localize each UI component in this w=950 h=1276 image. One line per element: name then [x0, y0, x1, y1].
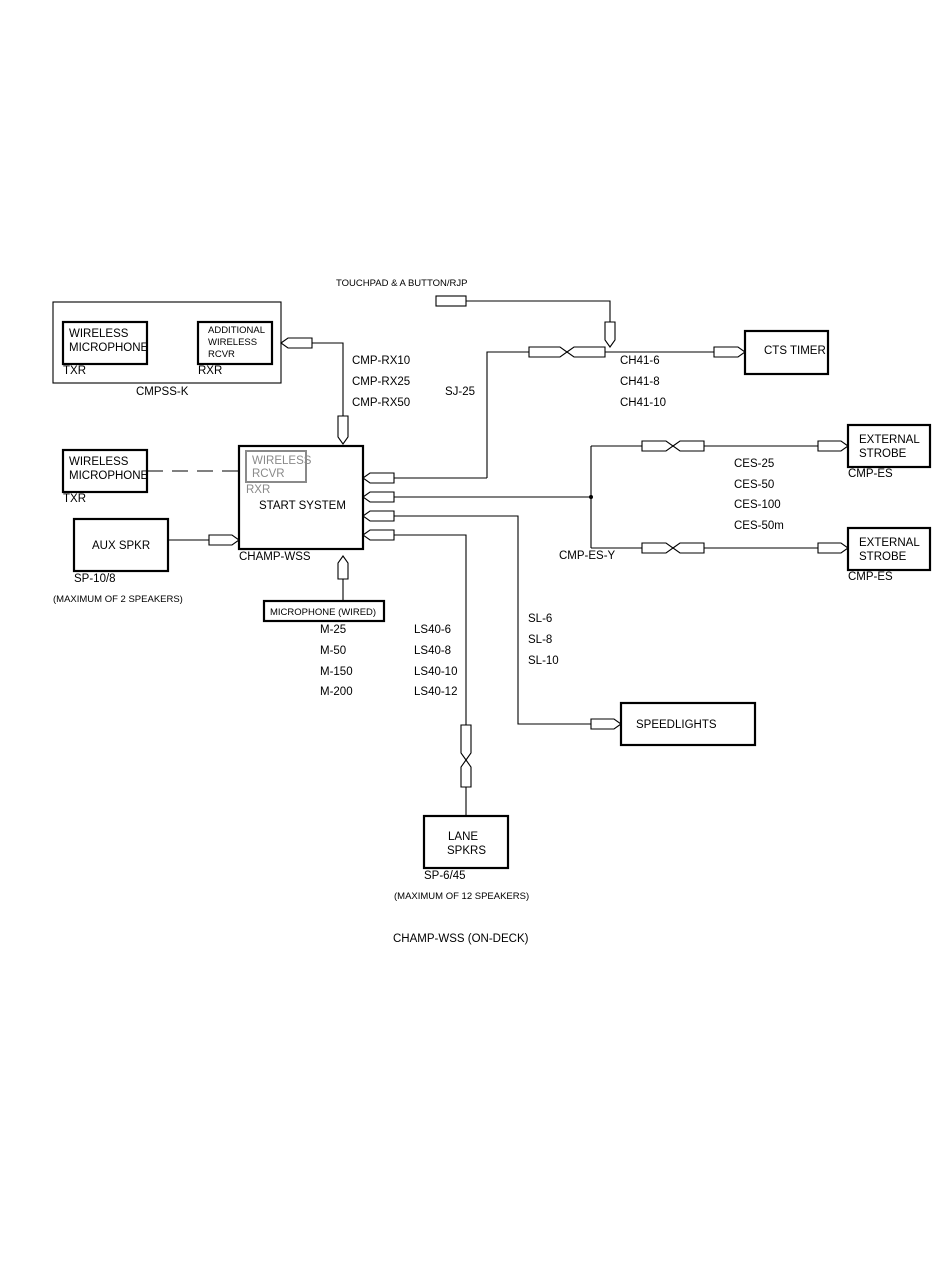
strobe-bottom-model: CMP-ES: [848, 571, 893, 583]
lane-cable-4: LS40-12: [414, 686, 457, 698]
diagram-caption: CHAMP-WSS (ON-DECK): [393, 933, 529, 945]
mic-plug: [337, 555, 349, 580]
output-plug-3: [362, 510, 395, 522]
speedlights-label: SPEEDLIGHTS: [636, 719, 717, 731]
speedlights-box: [619, 701, 757, 747]
timer-cable-1: CH41-6: [620, 355, 660, 367]
mic-cable-1: M-25: [320, 624, 346, 636]
aux-speaker-plug: [208, 534, 240, 546]
strobe-top-box: [846, 423, 932, 469]
aux-speaker-label: AUX SPKR: [92, 540, 150, 552]
output-plug-1: [362, 472, 395, 484]
lane-speakers-line2: SPKRS: [447, 845, 486, 857]
strobe-cable-2: CES-50: [734, 479, 774, 491]
strobe-bottom-coupler-left: [641, 542, 674, 554]
rx-cable-2: CMP-RX25: [352, 376, 410, 388]
rx-cable-wire: [312, 342, 344, 416]
strobe-cable-1: CES-25: [734, 458, 774, 470]
strobe-bottom-box: [846, 526, 932, 572]
kit-additional-rcvr-box: [196, 320, 274, 366]
start-rcvr-line2: RCVR: [252, 468, 285, 480]
strobe-top-line1: EXTERNAL: [859, 434, 920, 446]
strobe-top-coupler-right: [672, 440, 705, 452]
rx-cable-1: CMP-RX10: [352, 355, 410, 367]
lane-coupler-top: [460, 724, 472, 761]
cts-timer-box: [743, 329, 830, 376]
cts-timer-label: CTS TIMER: [764, 345, 826, 357]
speedlight-cable-3: SL-10: [528, 655, 559, 667]
touchpad-plug: [604, 321, 616, 348]
lane-speaker-wire: [394, 534, 467, 725]
strobe-top-coupler-left: [641, 440, 674, 452]
start-rcvr-line1: WIRELESS: [252, 455, 312, 467]
mic-cable-4: M-200: [320, 686, 353, 698]
lane-speakers-model: SP-6/45: [424, 870, 466, 882]
lane-cable-1: LS40-6: [414, 624, 451, 636]
timer-coupler-left: [528, 346, 568, 358]
speedlight-cable-1: SL-6: [528, 613, 552, 625]
wireless-mic-line2: MICROPHONE: [69, 470, 149, 482]
strobe-bottom-line1: EXTERNAL: [859, 537, 920, 549]
start-system-title: START SYSTEM: [259, 500, 346, 512]
wireless-mic-txr: TXR: [63, 493, 86, 505]
strobe-bottom-coupler-right: [672, 542, 705, 554]
timer-coupler-right: [566, 346, 606, 358]
start-rxr-label: RXR: [246, 484, 270, 496]
aux-speaker-model: SP-10/8: [74, 573, 116, 585]
output-plug-2: [362, 491, 395, 503]
sj-cable-wire: [486, 351, 529, 478]
lane-speakers-line1: LANE: [448, 831, 478, 843]
strobe-top-line2: STROBE: [859, 448, 907, 460]
touchpad-connector: [435, 295, 467, 307]
rx-cable-3: CMP-RX50: [352, 397, 410, 409]
lane-speakers-note: (MAXIMUM OF 12 SPEAKERS): [394, 891, 529, 902]
kit-addl-line3: RCVR: [208, 349, 235, 360]
strobe-bottom-line2: STROBE: [859, 551, 907, 563]
strobe-cable-4: CES-50m: [734, 520, 784, 532]
sj-cable-label: SJ-25: [445, 386, 475, 398]
strobe-cable-3: CES-100: [734, 499, 781, 511]
kit-addl-line1: ADDITIONAL: [208, 325, 265, 336]
kit-txr-label: TXR: [63, 365, 86, 377]
speedlight-wire: [394, 515, 591, 725]
wired-mic-label: MICROPHONE (WIRED): [270, 607, 376, 618]
rx-cable-plug-bottom: [337, 415, 349, 445]
lane-coupler-bottom: [460, 759, 472, 788]
kit-name-label: CMPSS-K: [136, 386, 189, 398]
start-rcvr-box: [245, 450, 307, 483]
kit-rxr-label: RXR: [198, 365, 222, 377]
kit-wireless-mic-box: [61, 320, 149, 366]
speedlight-cable-2: SL-8: [528, 634, 552, 646]
output-plug-4: [362, 529, 395, 541]
kit-addl-line2: WIRELESS: [208, 337, 257, 348]
touchpad-wire: [466, 300, 611, 322]
kit-wireless-mic-line1: WIRELESS: [69, 328, 129, 340]
aux-speaker-note: (MAXIMUM OF 2 SPEAKERS): [53, 594, 183, 605]
timer-cable-2: CH41-8: [620, 376, 660, 388]
timer-plug: [713, 346, 746, 358]
lane-cable-2: LS40-8: [414, 645, 451, 657]
speedlight-plug: [590, 718, 622, 730]
lane-speakers-box: [422, 814, 510, 870]
rx-cable-plug-left: [280, 337, 313, 349]
wired-mic-box: [262, 599, 386, 623]
start-system-model: CHAMP-WSS: [239, 551, 311, 563]
timer-cable-3: CH41-10: [620, 397, 666, 409]
mic-cable-3: M-150: [320, 666, 353, 678]
kit-wireless-mic-line2: MICROPHONE: [69, 342, 149, 354]
lane-cable-3: LS40-10: [414, 666, 457, 678]
strobe-top-plug: [817, 440, 849, 452]
mic-cable-2: M-50: [320, 645, 346, 657]
strobe-splitter-label: CMP-ES-Y: [559, 550, 616, 562]
strobe-bottom-plug: [817, 542, 849, 554]
touchpad-label: TOUCHPAD & A BUTTON/RJP: [336, 278, 467, 289]
wireless-mic-line1: WIRELESS: [69, 456, 129, 468]
aux-speaker-box: [72, 517, 170, 573]
strobe-top-model: CMP-ES: [848, 468, 893, 480]
